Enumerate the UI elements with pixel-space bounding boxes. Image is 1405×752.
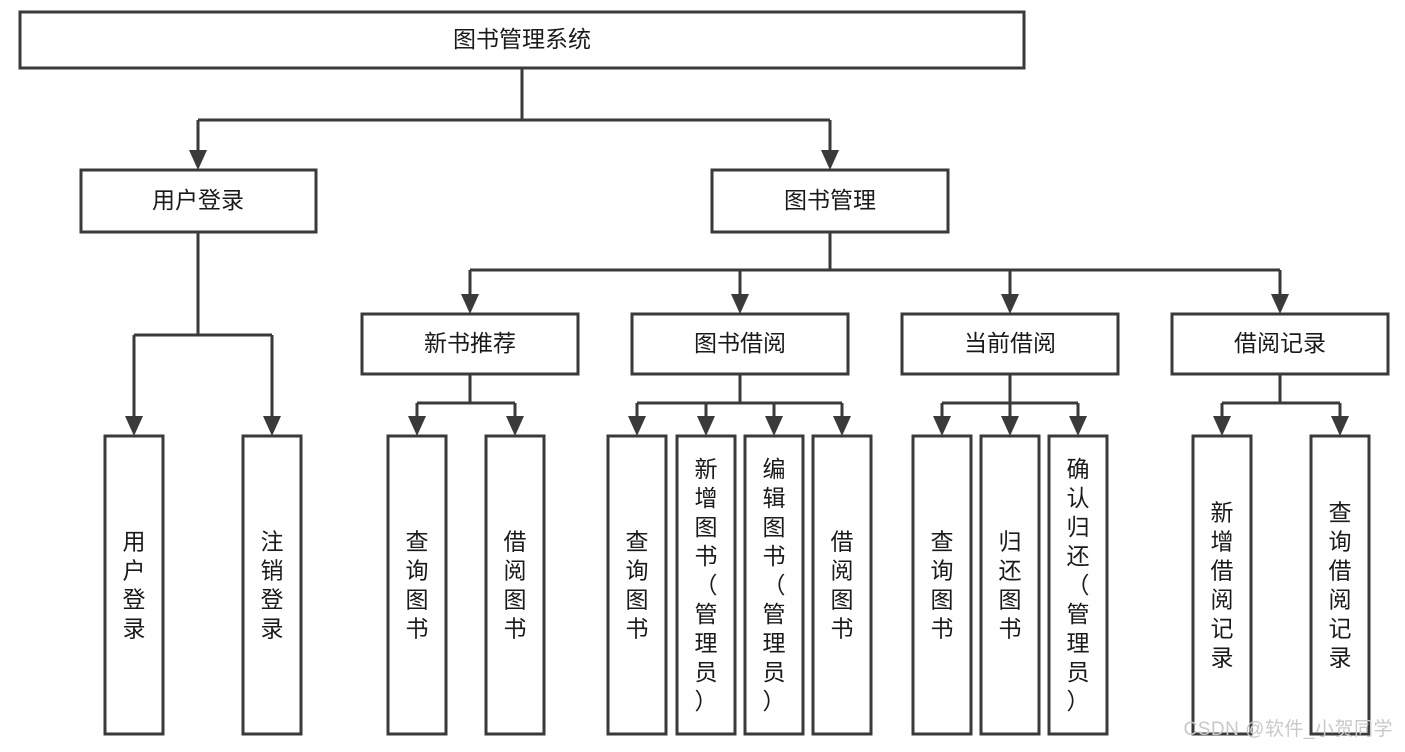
- leaf-record-1-label: 查询借阅记录: [1329, 500, 1352, 671]
- node-current-borrow-box[interactable]: [900, 312, 1120, 376]
- leaf-recommend-1[interactable]: 借阅图书: [484, 434, 546, 736]
- arrow-head-user-login: [189, 150, 207, 170]
- leaf-borrow-3-box[interactable]: [811, 434, 873, 736]
- node-book-management[interactable]: 图书管理: [710, 168, 950, 234]
- leaf-borrow-1-label: 新增图书（管理员）: [695, 456, 718, 714]
- arrow-head-record-leaf-1: [1331, 416, 1349, 436]
- arrow-head-borrow-leaf-2: [765, 416, 783, 436]
- leaf-record-0-label: 新增借阅记录: [1211, 500, 1234, 671]
- arrow-head-borrow-leaf-0: [628, 416, 646, 436]
- arrow-head-record-leaf-0: [1213, 416, 1231, 436]
- leaf-user-login-1-label: 注销登录: [261, 529, 284, 642]
- leaf-borrow-3[interactable]: 借阅图书: [811, 434, 873, 736]
- leaf-user-login-1-box[interactable]: [241, 434, 303, 736]
- arrow-head-current: [1001, 294, 1019, 314]
- node-user-login[interactable]: 用户登录: [79, 168, 318, 234]
- node-borrow-record[interactable]: 借阅记录: [1170, 312, 1390, 376]
- leaf-borrow-2[interactable]: 编辑图书（管理员）: [743, 434, 805, 736]
- node-new-book-recommend-label: 新书推荐: [424, 330, 516, 356]
- arrow-head-current-leaf-0: [933, 416, 951, 436]
- leaf-current-1-box[interactable]: [979, 434, 1041, 736]
- arrow-head-user-login-leaf-0: [125, 416, 143, 436]
- leaf-current-2-box[interactable]: [1047, 434, 1109, 736]
- leaf-borrow-1[interactable]: 新增图书（管理员）: [675, 434, 737, 736]
- arrow-head-borrow: [731, 294, 749, 314]
- node-root-label: 图书管理系统: [453, 26, 591, 52]
- leaf-recommend-0-label: 查询图书: [406, 529, 429, 642]
- leaf-current-0-box[interactable]: [911, 434, 973, 736]
- leaf-borrow-0[interactable]: 查询图书: [606, 434, 668, 736]
- node-book-borrow-box[interactable]: [630, 312, 850, 376]
- csdn-watermark: CSDN @软件_小贺同学: [1183, 719, 1393, 740]
- node-new-book-recommend[interactable]: 新书推荐: [360, 312, 580, 376]
- node-current-borrow[interactable]: 当前借阅: [900, 312, 1120, 376]
- leaf-user-login-0[interactable]: 用户登录: [103, 434, 165, 736]
- node-book-borrow-label: 图书借阅: [694, 330, 786, 356]
- node-borrow-record-label: 借阅记录: [1234, 330, 1326, 356]
- arrow-head-recommend-leaf-0: [408, 416, 426, 436]
- leaf-current-1-label: 归还图书: [999, 529, 1022, 642]
- leaf-borrow-2-box[interactable]: [743, 434, 805, 736]
- leaf-borrow-0-box[interactable]: [606, 434, 668, 736]
- leaf-user-login-1[interactable]: 注销登录: [241, 434, 303, 736]
- arrow-head-record: [1271, 294, 1289, 314]
- node-user-login-label: 用户登录: [152, 187, 244, 213]
- arrow-head-current-leaf-2: [1069, 416, 1087, 436]
- node-new-book-recommend-box[interactable]: [360, 312, 580, 376]
- node-book-management-box[interactable]: [710, 168, 950, 234]
- leaf-recommend-0[interactable]: 查询图书: [386, 434, 448, 736]
- arrow-head-recommend-leaf-1: [506, 416, 524, 436]
- leaf-borrow-2-label: 编辑图书（管理员）: [763, 456, 786, 714]
- leaf-current-1[interactable]: 归还图书: [979, 434, 1041, 736]
- arrow-head-borrow-leaf-3: [833, 416, 851, 436]
- leaf-user-login-0-box[interactable]: [103, 434, 165, 736]
- node-borrow-record-box[interactable]: [1170, 312, 1390, 376]
- leaf-current-2-label: 确认归还（管理员）: [1067, 456, 1090, 714]
- arrow-head-book-mgmt: [821, 150, 839, 170]
- node-root[interactable]: 图书管理系统: [18, 10, 1026, 70]
- node-root-box[interactable]: [18, 10, 1026, 70]
- leaf-record-1[interactable]: 查询借阅记录: [1309, 434, 1371, 736]
- arrow-head-user-login-leaf-1: [263, 416, 281, 436]
- node-book-management-label: 图书管理: [784, 187, 876, 213]
- leaf-recommend-0-box[interactable]: [386, 434, 448, 736]
- node-book-borrow[interactable]: 图书借阅: [630, 312, 850, 376]
- leaf-current-2[interactable]: 确认归还（管理员）: [1047, 434, 1109, 736]
- leaf-current-0[interactable]: 查询图书: [911, 434, 973, 736]
- leaf-recommend-1-label: 借阅图书: [504, 529, 527, 642]
- arrow-head-recommend: [461, 294, 479, 314]
- arrow-head-borrow-leaf-1: [697, 416, 715, 436]
- arrow-head-current-leaf-1: [1001, 416, 1019, 436]
- leaf-record-1-box[interactable]: [1309, 434, 1371, 736]
- leaf-borrow-0-label: 查询图书: [626, 529, 649, 642]
- connector-layer: [125, 68, 1349, 436]
- node-user-login-box[interactable]: [79, 168, 318, 234]
- leaf-record-0-box[interactable]: [1191, 434, 1253, 736]
- leaf-current-0-label: 查询图书: [931, 529, 954, 642]
- leaf-record-0[interactable]: 新增借阅记录: [1191, 434, 1253, 736]
- leaf-user-login-0-label: 用户登录: [123, 529, 146, 642]
- leaf-borrow-1-box[interactable]: [675, 434, 737, 736]
- leaf-recommend-1-box[interactable]: [484, 434, 546, 736]
- leaf-borrow-3-label: 借阅图书: [831, 529, 854, 642]
- node-current-borrow-label: 当前借阅: [964, 330, 1056, 356]
